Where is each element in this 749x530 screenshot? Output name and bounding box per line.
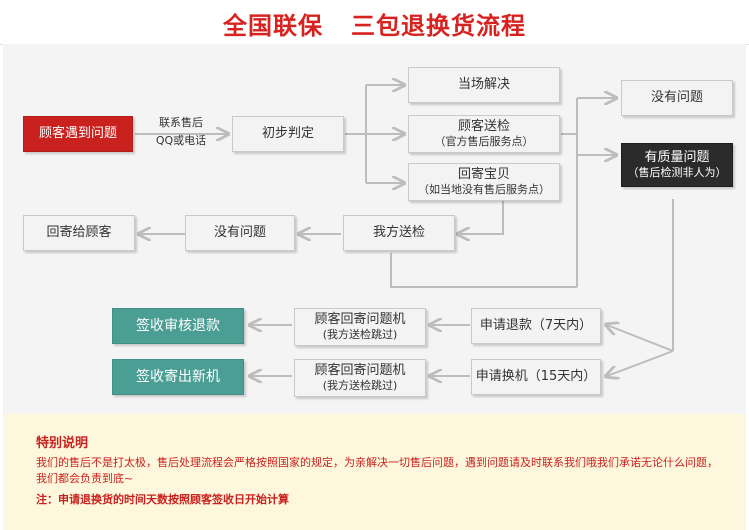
contact-label: 联系售后 QQ或电话: [142, 114, 220, 150]
node-onsite-solve: 当场解决: [408, 67, 560, 103]
contact-label-line1: 联系售后: [159, 116, 203, 129]
node-our-inspect: 我方送检: [343, 215, 455, 251]
node-label: 申请退款（7天内）: [479, 318, 593, 333]
node-initial-judgment: 初步判定: [232, 116, 344, 152]
node-label: 没有问题: [650, 90, 703, 105]
node-mail-back-refund: 顾客回寄问题机 (我方送检跳过): [294, 308, 426, 346]
node-apply-refund: 申请退款（7天内）: [471, 308, 601, 344]
node-label: 回寄给顾客: [46, 225, 112, 240]
node-sign-refund: 签收审核退款: [112, 308, 244, 344]
node-no-problem-left: 没有问题: [185, 215, 295, 251]
arrow-quality-to-refund: [607, 325, 674, 352]
node-label: 当场解决: [457, 77, 510, 92]
node-return-to-customer: 回寄给顾客: [23, 215, 135, 251]
node-no-problem-right: 没有问题: [621, 80, 733, 116]
node-apply-exchange: 申请换机（15天内）: [471, 359, 601, 395]
node-label-main: 顾客回寄问题机: [314, 312, 406, 327]
node-label: 顾客遇到问题: [38, 126, 117, 141]
contact-label-line2: QQ或电话: [155, 134, 207, 147]
node-mail-back-exchange: 顾客回寄问题机 (我方送检跳过): [294, 359, 426, 397]
notes-panel: [3, 414, 746, 530]
header: 全国联保 三包退换货流程: [0, 0, 749, 45]
page-title: 全国联保 三包退换货流程: [222, 12, 527, 40]
node-label-main: 顾客回寄问题机: [314, 363, 406, 378]
node-label: 没有问题: [213, 225, 266, 240]
arrow-mail-to-our-inspect: [459, 196, 504, 234]
node-label: 我方送检: [372, 225, 425, 240]
notes-body: 我们的售后不是打太极，售后处理流程会严格按照国家的规定，为亲解决一切售后问题，遇…: [36, 456, 718, 485]
node-label: 初步判定: [261, 126, 314, 141]
node-label: 签收寄出新机: [136, 369, 220, 385]
node-label: 签收审核退款: [136, 318, 220, 334]
node-customer-inspect: 顾客送检 （官方售后服务点）: [408, 115, 560, 153]
arrow-quality-to-exchange: [607, 350, 674, 376]
arrow-our-inspect-to-split: [390, 253, 577, 288]
notes-title: 特别说明: [36, 436, 89, 451]
node-label-sub: （官方售后服务点）: [434, 135, 534, 148]
node-customer-problem: 顾客遇到问题: [23, 116, 133, 152]
node-quality-problem: 有质量问题 （售后检测非人为）: [621, 143, 733, 187]
node-label-sub: （如当地没有售后服务点）: [418, 183, 550, 196]
node-label-main: 有质量问题: [644, 150, 710, 165]
node-label-sub: （售后检测非人为）: [627, 166, 727, 179]
node-label-sub: (我方送检跳过): [322, 379, 398, 392]
node-label-main: 回寄宝贝: [457, 167, 510, 182]
notes-footer: 注：申请退换货的时间天数按照顾客签收日开始计算: [36, 493, 289, 506]
node-mail-back: 回寄宝贝 （如当地没有售后服务点）: [408, 163, 560, 201]
node-label-sub: (我方送检跳过): [322, 328, 398, 341]
node-label-main: 顾客送检: [457, 119, 510, 134]
node-label: 申请换机（15天内）: [475, 369, 597, 384]
node-sign-new: 签收寄出新机: [112, 359, 244, 395]
